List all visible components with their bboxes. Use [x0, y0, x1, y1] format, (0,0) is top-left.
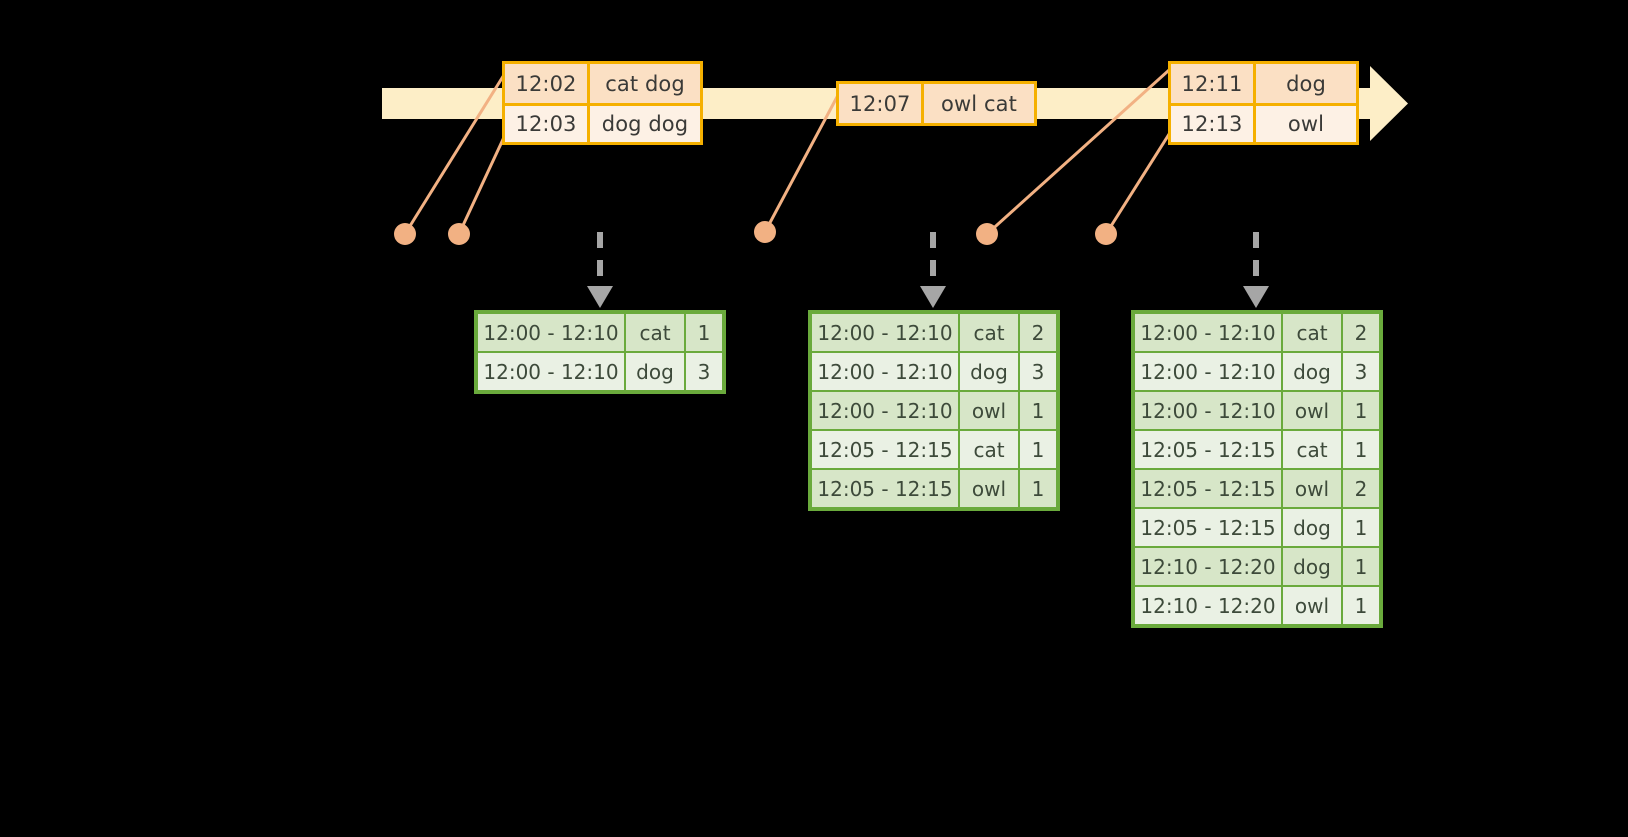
cell-count: 2: [1343, 314, 1379, 351]
emit-arrow-3-head: [1243, 286, 1269, 308]
cell-count: 1: [1020, 431, 1056, 468]
event-time: 12:03: [505, 106, 590, 142]
cell-window: 12:00 - 12:10: [1135, 392, 1281, 429]
cell-word: cat: [1283, 314, 1341, 351]
event-dots: [394, 221, 1117, 245]
cell-count: 2: [1343, 470, 1379, 507]
cell-count: 1: [1343, 587, 1379, 624]
cell-word: owl: [1283, 470, 1341, 507]
event-words: dog: [1256, 64, 1356, 103]
cell-word: cat: [960, 314, 1018, 351]
cell-word: dog: [626, 353, 684, 390]
cell-window: 12:05 - 12:15: [1135, 509, 1281, 546]
event-dot-4: [976, 223, 998, 245]
event-dot-3: [754, 221, 776, 243]
cell-window: 12:00 - 12:10: [478, 353, 624, 390]
emit-arrow-1-head: [587, 286, 613, 308]
connector-3: [763, 81, 847, 233]
cell-window: 12:00 - 12:10: [812, 353, 958, 390]
event-dot-2: [448, 223, 470, 245]
event-dot-5: [1095, 223, 1117, 245]
cell-window: 12:00 - 12:10: [812, 314, 958, 351]
event-time: 12:02: [505, 64, 590, 103]
emit-arrow-2-head: [920, 286, 946, 308]
cell-count: 2: [1020, 314, 1056, 351]
cell-word: cat: [1283, 431, 1341, 468]
cell-word: cat: [960, 431, 1018, 468]
cell-window: 12:00 - 12:10: [478, 314, 624, 351]
cell-word: dog: [1283, 509, 1341, 546]
cell-window: 12:00 - 12:10: [812, 392, 958, 429]
event-dot-1: [394, 223, 416, 245]
cell-count: 3: [1343, 353, 1379, 390]
event-time: 12:07: [839, 84, 924, 123]
cell-window: 12:10 - 12:20: [1135, 587, 1281, 624]
cell-word: owl: [960, 392, 1018, 429]
event-time: 12:11: [1171, 64, 1256, 103]
cell-word: dog: [1283, 548, 1341, 585]
cell-word: owl: [1283, 587, 1341, 624]
event-words: owl cat: [924, 84, 1034, 123]
event-words: owl: [1256, 106, 1356, 142]
cell-word: owl: [1283, 392, 1341, 429]
connector-1: [403, 61, 514, 235]
cell-window: 12:05 - 12:15: [812, 431, 958, 468]
cell-window: 12:00 - 12:10: [1135, 314, 1281, 351]
cell-count: 1: [1343, 509, 1379, 546]
cell-count: 1: [1343, 392, 1379, 429]
cell-count: 1: [1020, 470, 1056, 507]
cell-word: dog: [1283, 353, 1341, 390]
cell-window: 12:05 - 12:15: [1135, 431, 1281, 468]
cell-window: 12:10 - 12:20: [1135, 548, 1281, 585]
event-time: 12:13: [1171, 106, 1256, 142]
cell-window: 12:00 - 12:10: [1135, 353, 1281, 390]
event-words: cat dog: [590, 64, 700, 103]
cell-count: 3: [1020, 353, 1056, 390]
event-words: dog dog: [590, 106, 700, 142]
cell-count: 1: [1343, 431, 1379, 468]
emit-arrows: [587, 232, 1269, 308]
cell-count: 1: [1343, 548, 1379, 585]
cell-word: dog: [960, 353, 1018, 390]
cell-window: 12:05 - 12:15: [1135, 470, 1281, 507]
cell-count: 3: [686, 353, 722, 390]
cell-count: 1: [1020, 392, 1056, 429]
cell-word: cat: [626, 314, 684, 351]
cell-window: 12:05 - 12:15: [812, 470, 958, 507]
cell-count: 1: [686, 314, 722, 351]
cell-word: owl: [960, 470, 1018, 507]
